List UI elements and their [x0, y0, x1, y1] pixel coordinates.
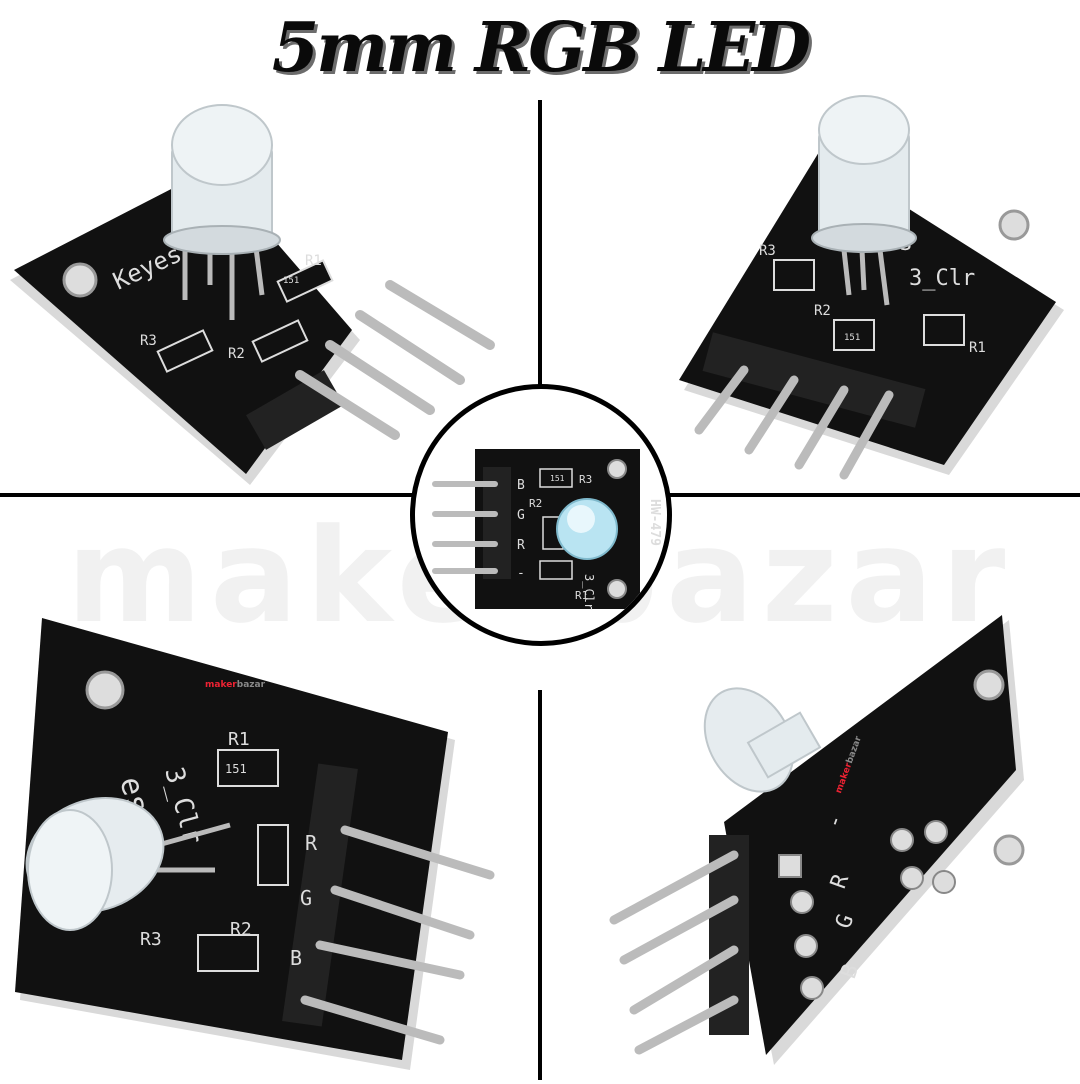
page-title: 5mm RGB LED: [271, 8, 811, 88]
divider-vertical-top: [538, 100, 542, 390]
silkscreen-r3: R3: [759, 243, 776, 259]
silkscreen-r2: R2: [230, 919, 252, 940]
brand-logo-small: makerbazar: [205, 680, 266, 690]
resistor-label: 151: [844, 333, 860, 343]
pin-label-b: B: [517, 478, 525, 493]
model-number: HW-479: [647, 499, 662, 546]
module-photo-top-right: 151 R1 R2 R3 es 3_Clr: [544, 90, 1080, 490]
resistor-label: 151: [225, 762, 247, 776]
silkscreen-r2: R2: [814, 303, 831, 319]
divider-horizontal-right: [668, 493, 1080, 497]
silkscreen-model: 3_Clr: [909, 266, 975, 291]
resistor-label: 151: [550, 474, 565, 483]
module-photo-bottom-left: 151 R1 R2 R3 es 3_Clr R G B makerbazar: [0, 600, 536, 1080]
divider-vertical-bottom: [538, 690, 542, 1080]
resistor-label: 151: [283, 276, 299, 286]
pin-label-minus: -: [517, 566, 525, 581]
silkscreen-r1: R1: [575, 589, 588, 602]
silkscreen-r1: R1: [969, 340, 986, 356]
divider-horizontal-left: [0, 493, 412, 497]
silkscreen-r2: R2: [529, 497, 542, 510]
pin-label-r: R: [305, 831, 318, 855]
silkscreen-r1: R1: [305, 253, 322, 269]
silkscreen-r3: R3: [140, 929, 162, 950]
pin-label-g: G: [300, 886, 312, 910]
pin-label-r: R: [517, 538, 525, 553]
silkscreen-r2: R2: [228, 346, 245, 362]
silkscreen-model: 3_Clr: [582, 574, 596, 610]
silkscreen-r1: R1: [228, 729, 250, 750]
silkscreen-r3: R3: [140, 333, 157, 349]
pin-label-g: G: [517, 508, 525, 523]
module-photo-top-left: 151 R1 R2 R3 Keyes: [0, 90, 536, 490]
pin-label-b: B: [290, 946, 302, 970]
silkscreen-r3: R3: [579, 473, 592, 486]
module-photo-bottom-right: - R G B makerbazar: [544, 600, 1080, 1080]
center-circle-inset: 151 R3 R2 R1 3_Clr HW-479 B G R -: [410, 384, 672, 646]
